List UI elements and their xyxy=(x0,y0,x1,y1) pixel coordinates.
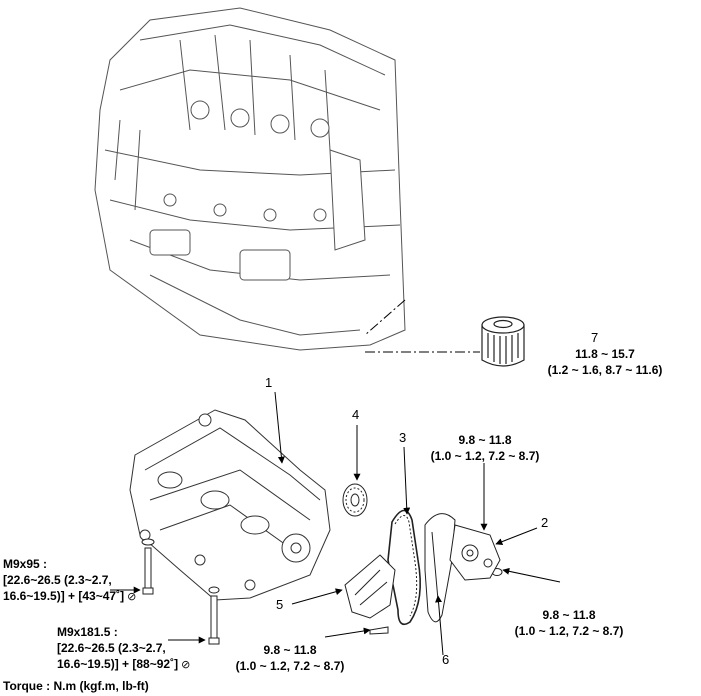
filter-leader-line xyxy=(364,299,480,353)
filter-torque-spec: 11.8 ~ 15.7 (1.2 ~ 1.6, 8.7 ~ 11.6) xyxy=(530,346,680,378)
filter-torque-line1: 11.8 ~ 15.7 xyxy=(575,347,635,361)
bolt-m9x95-line1: [22.6~26.5 (2.3~2.7, xyxy=(3,573,112,587)
callout-5: 5 xyxy=(276,597,284,612)
torque-spec-bottom-right: 9.8 ~ 11.8 (1.0 ~ 1.2, 7.2 ~ 8.7) xyxy=(494,607,644,639)
torque-spec-bottom-center: 9.8 ~ 11.8 (1.0 ~ 1.2, 7.2 ~ 8.7) xyxy=(215,642,365,674)
torque-spec-bottom-center-line2: (1.0 ~ 1.2, 7.2 ~ 8.7) xyxy=(235,659,345,673)
torque-spec-top-right-line2: (1.0 ~ 1.2, 7.2 ~ 8.7) xyxy=(430,449,540,463)
balance-shaft-drawing xyxy=(129,409,331,601)
bolt-m9x181-spec: M9x181.5 : [22.6~26.5 (2.3~2.7, 16.6~19.… xyxy=(57,624,190,673)
bolt-m9x181-line1: [22.6~26.5 (2.3~2.7, xyxy=(57,641,166,655)
bolt-m9x95-line2-row: 16.6~19.5)] + [43~47˚]⊘ xyxy=(3,588,136,605)
chain-guide-drawing xyxy=(344,554,396,619)
bolt-m9x95-spec: M9x95 : [22.6~26.5 (2.3~2.7, 16.6~19.5)]… xyxy=(3,556,136,605)
bolt-m9x95-line2: 16.6~19.5)] + [43~47˚] xyxy=(3,589,125,603)
bolt-m9x95-size: M9x95 : xyxy=(3,557,48,571)
callout-1: 1 xyxy=(265,375,273,390)
engine-block-drawing xyxy=(94,7,406,351)
leader-lines xyxy=(110,391,561,656)
bolt-m9x181-size: M9x181.5 : xyxy=(57,625,118,639)
tensioner-drawing xyxy=(424,513,501,623)
no-reuse-icon: ⊘ xyxy=(127,590,137,603)
oil-filter-drawing xyxy=(481,316,525,367)
no-reuse-icon: ⊘ xyxy=(181,658,191,671)
callout-3: 3 xyxy=(399,430,407,445)
bolt-m9x181-line2-row: 16.6~19.5)] + [88~92˚]⊘ xyxy=(57,656,190,673)
torque-spec-bottom-center-line1: 9.8 ~ 11.8 xyxy=(263,643,317,657)
callout-6: 6 xyxy=(442,652,450,667)
bolt-m9x181-line2: 16.6~19.5)] + [88~92˚] xyxy=(57,657,179,671)
torque-spec-bottom-right-line2: (1.0 ~ 1.2, 7.2 ~ 8.7) xyxy=(514,624,624,638)
callout-2: 2 xyxy=(541,515,549,530)
torque-spec-top-right: 9.8 ~ 11.8 (1.0 ~ 1.2, 7.2 ~ 8.7) xyxy=(410,432,560,464)
torque-spec-bottom-right-line1: 9.8 ~ 11.8 xyxy=(542,608,596,622)
torque-units-footer: Torque : N.m (kgf.m, lb-ft) xyxy=(3,679,149,693)
callout-4: 4 xyxy=(352,407,360,422)
callout-7: 7 xyxy=(591,330,599,345)
sprocket-drawing xyxy=(342,483,368,517)
torque-spec-top-right-line1: 9.8 ~ 11.8 xyxy=(458,433,512,447)
filter-torque-line2: (1.2 ~ 1.6, 8.7 ~ 11.6) xyxy=(547,363,663,377)
